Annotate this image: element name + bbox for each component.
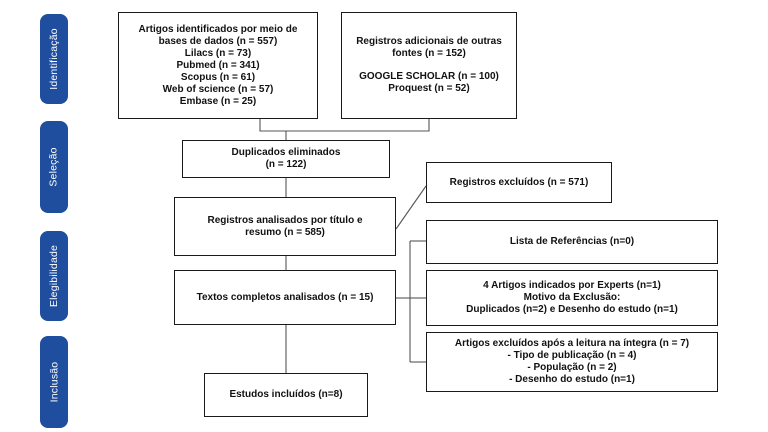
box-included: Estudos incluídos (n=8) (204, 373, 368, 417)
box-full-text: Textos completos analisados (n = 15) (174, 270, 396, 325)
box-databases: Artigos identificados por meio de bases … (118, 12, 318, 119)
databases-line-1: Artigos identificados por meio de (138, 23, 298, 35)
stage-inclusao: Inclusão (40, 336, 68, 428)
box-references: Lista de Referências (n=0) (426, 220, 718, 264)
box-experts: 4 Artigos indicados por Experts (n=1) Mo… (426, 270, 718, 326)
box-excluded-records: Registros excluídos (n = 571) (426, 162, 612, 203)
stage-selecao: Seleção (40, 121, 68, 213)
excluded-full-line-2: - Tipo de publicação (n = 4) (507, 350, 637, 361)
databases-line-4: Pubmed (n = 341) (176, 59, 260, 71)
box-screened: Registros analisados por título e resumo… (174, 197, 396, 256)
connector-other-merge (286, 119, 430, 132)
experts-line-2: Motivo da Exclusão: (523, 292, 621, 303)
experts-line-1: 4 Artigos indicados por Experts (n=1) (483, 280, 661, 291)
databases-line-7: Embase (n = 25) (179, 95, 257, 107)
experts-line-3: Duplicados (n=2) e Desenho do estudo (n=… (466, 304, 678, 315)
references-line-1: Lista de Referências (n=0) (509, 236, 635, 247)
excluded-records-line-1: Registros excluídos (n = 571) (449, 176, 589, 188)
connector-screened-excluded (395, 185, 427, 230)
other-sources-extra-2: Proquest (n = 52) (388, 83, 470, 94)
other-sources-line-2: fontes (n = 152) (392, 48, 466, 59)
databases-line-5: Scopus (n = 61) (180, 71, 256, 83)
databases-line-3: Lilacs (n = 73) (184, 47, 252, 59)
stage-elegibilidade: Elegibilidade (40, 231, 68, 321)
screened-line-1: Registros analisados por título e (207, 214, 363, 226)
duplicates-line-2: (n = 122) (265, 159, 307, 170)
full-text-line-1: Textos completos analisados (n = 15) (196, 291, 374, 303)
other-sources-extra-1: GOOGLE SCHOLAR (n = 100) (359, 71, 499, 82)
screened-line-2: resumo (n = 585) (245, 226, 325, 238)
duplicates-line-1: Duplicados eliminados (231, 147, 341, 158)
excluded-full-line-1: Artigos excluídos após a leitura na ínte… (454, 338, 690, 349)
stage-identificacao: Identificação (40, 14, 68, 104)
included-line-1: Estudos incluídos (n=8) (229, 389, 343, 400)
box-other-sources: Registros adicionais de outras fontes (n… (341, 12, 517, 119)
excluded-full-line-4: - Desenho do estudo (n=1) (509, 374, 635, 385)
excluded-full-line-3: - População (n = 2) (527, 362, 617, 373)
connector-databases-merge (259, 119, 286, 132)
databases-line-6: Web of science (n = 57) (162, 83, 274, 95)
box-duplicates: Duplicados eliminados (n = 122) (182, 140, 390, 178)
other-sources-line-1: Registros adicionais de outras (356, 36, 502, 47)
box-excluded-full: Artigos excluídos após a leitura na ínte… (426, 332, 718, 392)
databases-line-2: bases de dados (n = 557) (158, 35, 278, 47)
